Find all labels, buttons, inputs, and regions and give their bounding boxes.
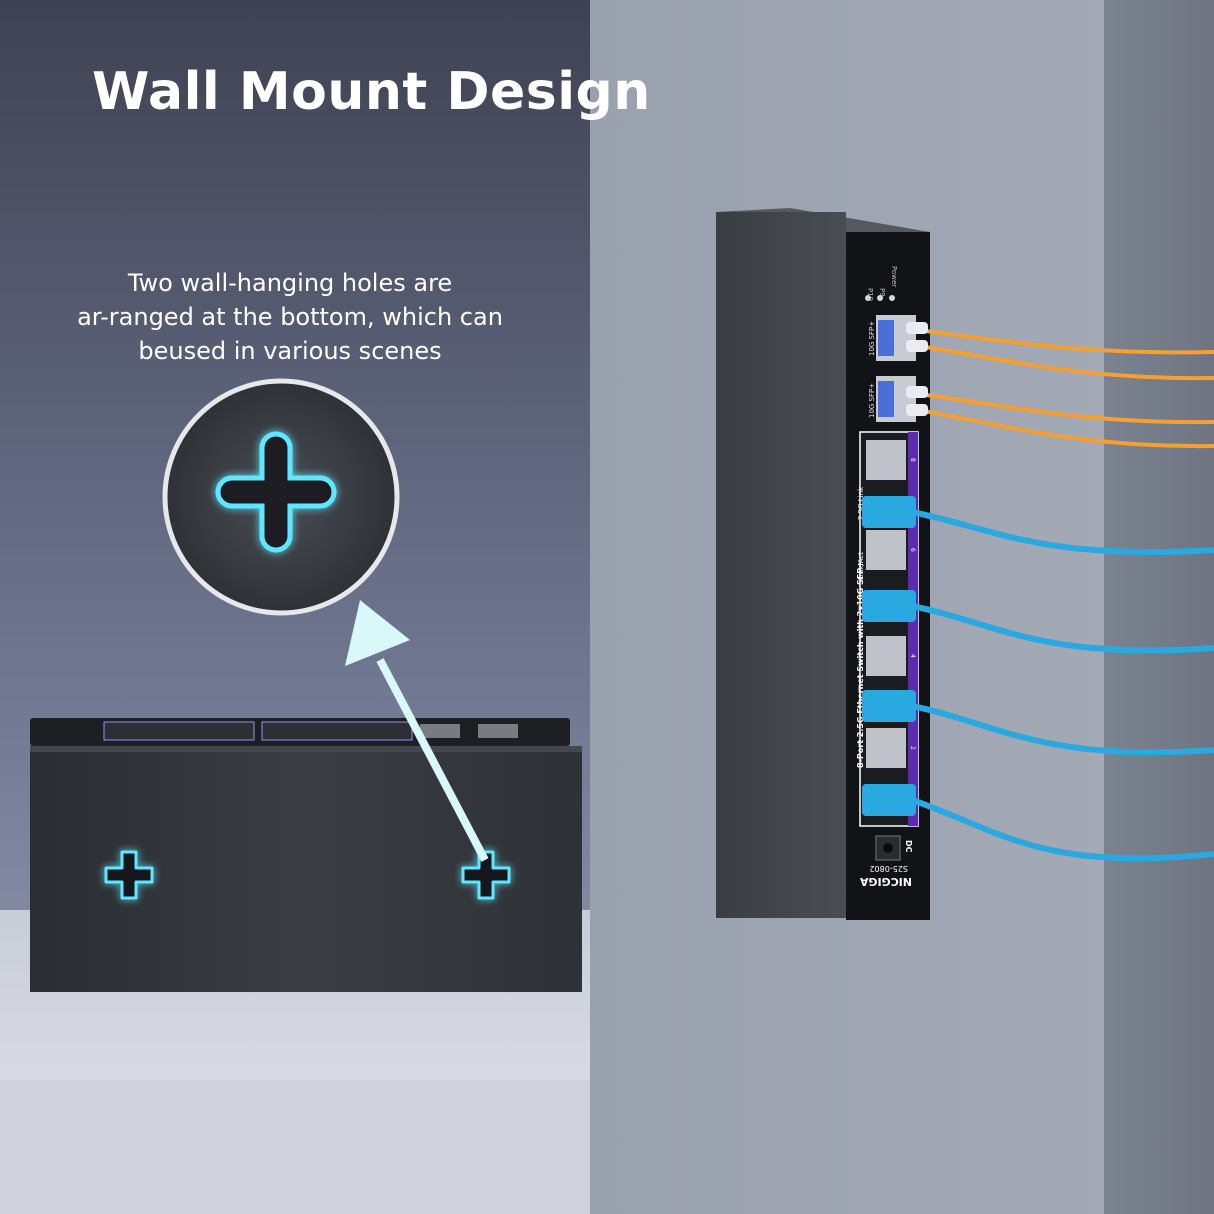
headline: Wall Mount Design [92,62,651,122]
dc-label: DC [904,840,913,853]
mount-hole-right [461,850,511,900]
port-number-8: 8 [909,458,916,462]
ethernet-plugs [862,496,916,816]
zoom-circle [162,378,400,616]
fiber-cables [917,328,1214,449]
switch-bottom-view [30,718,582,992]
rj45-port [866,530,906,570]
ethernet-cables [911,509,1214,862]
rj45-port [866,440,906,480]
caption-line-2: ar-ranged at the bottom, which can [77,303,503,331]
led-power-label: Power [890,266,898,287]
sfp-label-2: 10G SFP+ [868,383,876,418]
speed-link-label: 2.5G Link [857,486,865,520]
cross-hole-icon [215,431,337,553]
caption-line-1: Two wall-hanging holes are [127,269,453,297]
rj45-port [866,728,906,768]
rj45-port [866,636,906,676]
switch-side [716,212,846,918]
brand-label: NICGIGA [859,875,912,888]
mount-hole-left [104,850,154,900]
zoom-arrow [345,600,489,862]
link-act-label: Link/Act [857,552,865,580]
led-p9-label: P9 [878,288,886,297]
port-number-6: 6 [909,548,916,552]
caption: Two wall-hanging holes are ar-ranged at … [40,266,540,368]
model-label: S25-0802 [869,864,908,873]
sfp-label-1: 10G SFP+ [868,321,876,356]
wall-side [1104,0,1214,1214]
shelf-front [0,1080,590,1214]
led-p10-label: P10 [866,288,874,301]
switch-description: 8-Port 2.5G Ethernet Switch with 2x10G S… [856,561,865,768]
port-number-2: 2 [909,746,916,750]
port-number-4: 4 [909,654,916,658]
caption-line-3: beused in various scenes [138,337,442,365]
